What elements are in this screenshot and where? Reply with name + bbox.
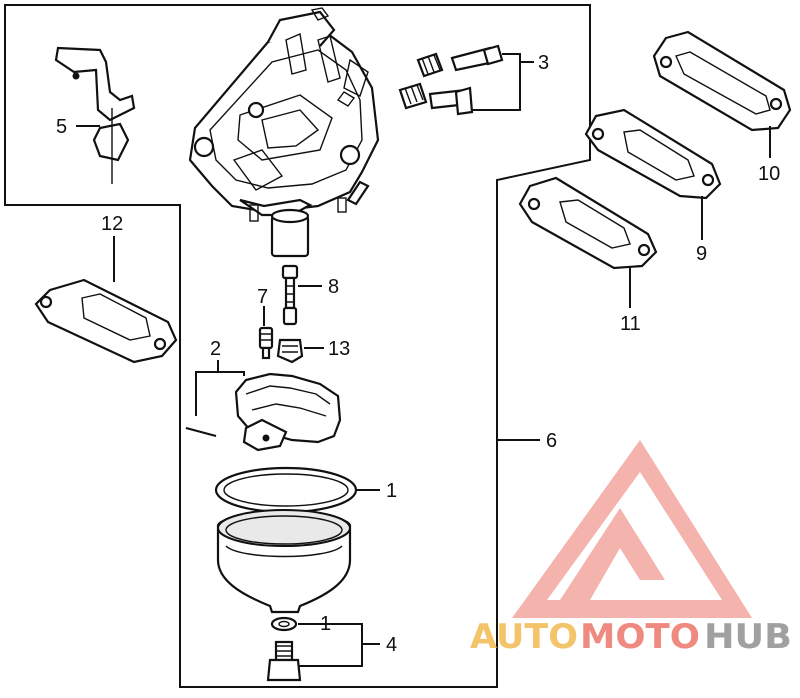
- float-bowl: [216, 509, 352, 614]
- watermark-hub: HUB: [704, 617, 792, 657]
- callout-13: 13: [328, 338, 350, 360]
- callout-10: 10: [758, 163, 780, 185]
- pilot-screw-set: [398, 44, 534, 116]
- callout-12: 12: [101, 213, 123, 235]
- watermark-auto: AUTO: [470, 617, 578, 657]
- watermark-text: AUTO MOTO HUB: [470, 617, 792, 657]
- carburetor-body: [188, 7, 380, 258]
- float-bowl-gasket: [214, 466, 380, 514]
- callout-9: 9: [696, 243, 707, 265]
- drain-bolt: [266, 616, 380, 682]
- assembly-frame: [4, 4, 591, 688]
- main-jet: [276, 338, 324, 364]
- gasket-12: [34, 236, 178, 364]
- gasket-10: [652, 30, 792, 158]
- main-jet-nozzle: [281, 264, 322, 326]
- callout-2: 2: [210, 338, 221, 360]
- watermark-logo: [512, 440, 752, 618]
- callout-7: 7: [257, 286, 268, 308]
- throttle-lever: [54, 46, 136, 184]
- watermark-moto: MOTO: [580, 617, 700, 657]
- callout-1-washer: 1: [320, 613, 331, 635]
- callout-5: 5: [56, 116, 67, 138]
- float-assembly: [185, 360, 342, 452]
- gasket-9: [584, 108, 722, 240]
- callout-4: 4: [386, 634, 397, 656]
- callout-6: 6: [546, 430, 557, 452]
- callout-11: 11: [620, 313, 641, 335]
- pilot-jet: [258, 308, 274, 360]
- callout-1-gasket: 1: [386, 480, 397, 502]
- callout-3: 3: [538, 52, 549, 74]
- callout-8: 8: [328, 276, 339, 298]
- gasket-11: [518, 176, 658, 308]
